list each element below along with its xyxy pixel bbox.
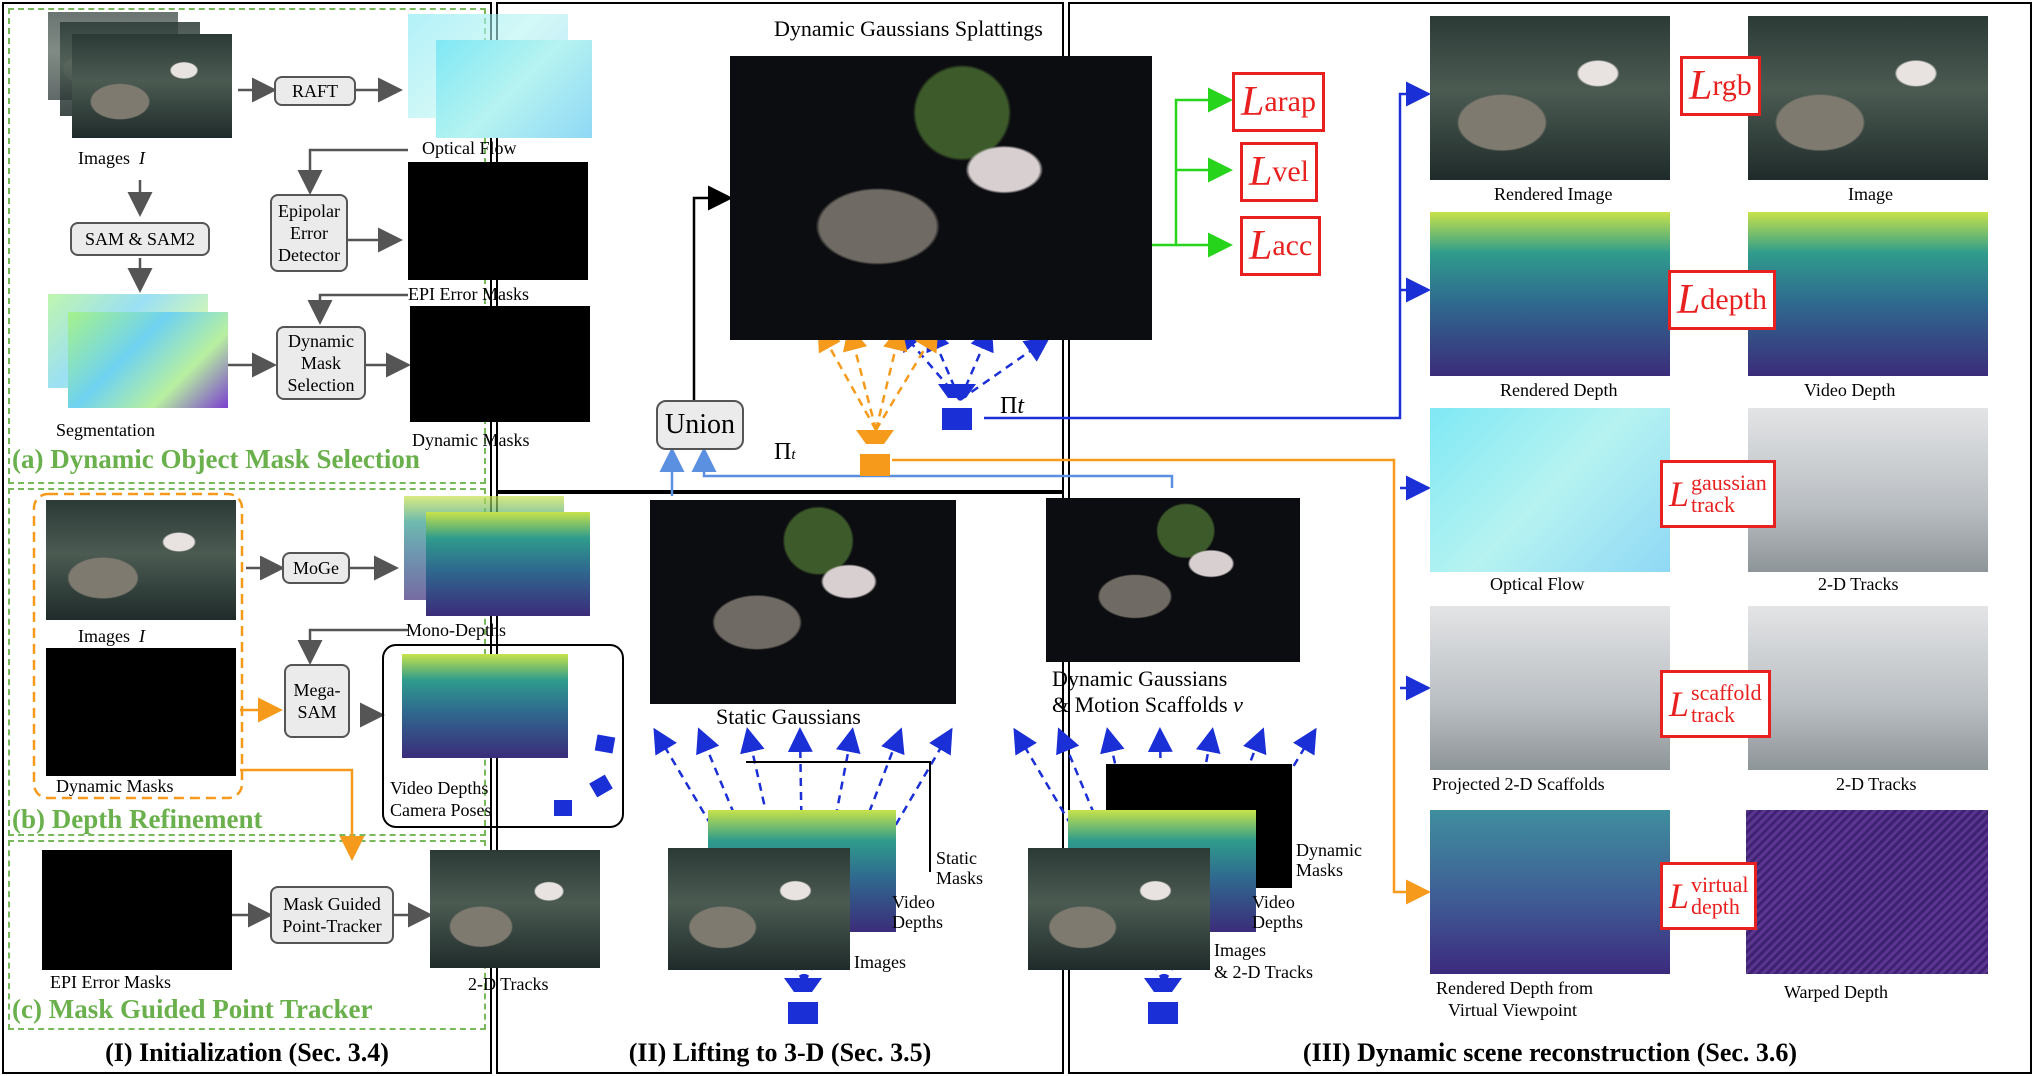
camera-poses-label: Camera Poses — [390, 800, 492, 820]
video-depths-box — [382, 644, 624, 828]
segmentation-thumbnail — [68, 312, 228, 408]
raft-button: RAFT — [274, 76, 356, 106]
tracks-c-label: 2-D Tracks — [468, 974, 549, 994]
rendered-depth-virtual-thumbnail — [1430, 810, 1670, 974]
dynamic-masks-ii-label: Dynamic Masks — [1296, 840, 1362, 880]
rendered-depth-virtual-label-2: Virtual Viewpoint — [1448, 1000, 1577, 1020]
static-gaussians-label: Static Gaussians — [716, 704, 861, 729]
image-thumbnail — [1748, 16, 1988, 180]
mask-tracker-button: Mask Guided Point-Tracker — [270, 886, 394, 944]
video-depths-label: Video Depths — [390, 778, 489, 798]
moge-button: MoGe — [282, 552, 350, 584]
dynamic-gaussians-render — [1046, 498, 1300, 662]
section-title-lifting: (II) Lifting to 3-D (Sec. 3.5) — [628, 1038, 932, 1067]
pi-t-label: Πt — [1000, 393, 1025, 419]
tracks-iii2-thumbnail — [1748, 606, 1988, 770]
mono-depths-thumbnail — [426, 512, 590, 616]
mono-depths-label: Mono-Depths — [406, 620, 506, 640]
epi-error-mask-stack — [408, 162, 588, 280]
rendered-depth-thumbnail — [1430, 212, 1670, 376]
tracks-iii-thumbnail — [1748, 408, 1988, 572]
dynamic-mask-selection-button: Dynamic Mask Selection — [276, 326, 366, 400]
dynamic-masks-b-label: Dynamic Masks — [56, 776, 174, 796]
static-gaussians-render — [650, 500, 956, 704]
tracks-iii-label: 2-D Tracks — [1818, 574, 1899, 594]
dynamic-gaussians-label-2: & Motion Scaffolds v — [1052, 692, 1243, 717]
dynamic-masks-label: Dynamic Masks — [412, 430, 530, 450]
step-a-title: (a) Dynamic Object Mask Selection — [12, 444, 420, 474]
video-depths-ii2-label: Video Depths — [1252, 892, 1303, 932]
rendered-image-label: Rendered Image — [1494, 184, 1613, 204]
image-label: Image — [1848, 184, 1893, 204]
epi-masks-c-thumbnail — [42, 850, 232, 970]
panel-lifting-inner — [496, 492, 1064, 1074]
images-label: Images I — [78, 148, 145, 168]
warped-depth-label: Warped Depth — [1784, 982, 1889, 1002]
optical-flow-label: Optical Flow — [422, 138, 517, 158]
images-b-stack — [46, 500, 236, 620]
step-b-title: (b) Depth Refinement — [12, 804, 263, 834]
pi-virtual-label: Πt — [774, 439, 796, 465]
projected-scaffolds-label: Projected 2-D Scaffolds — [1432, 774, 1605, 794]
megasam-button: Mega-SAM — [284, 664, 350, 738]
union-button: Union — [656, 400, 744, 450]
epi-masks-c-label: EPI Error Masks — [50, 972, 171, 992]
optical-flow-thumbnail — [436, 40, 592, 138]
epipolar-detector-button: Epipolar Error Detector — [270, 194, 348, 272]
images-ii2-thumbnail — [1028, 848, 1210, 970]
video-depths-ii-label: Video Depths — [892, 892, 943, 932]
optical-flow-iii-thumbnail — [1430, 408, 1670, 572]
images-ii-label: Images — [854, 952, 906, 972]
dynamic-masks-stack — [410, 306, 590, 422]
video-depth-label: Video Depth — [1804, 380, 1896, 400]
video-depths-thumbnail — [402, 654, 568, 758]
rendered-image-thumbnail — [1430, 16, 1670, 180]
dgs-title: Dynamic Gaussians Splattings — [774, 16, 1043, 41]
images-ii-thumbnail — [668, 848, 850, 970]
tracks-iii2-label: 2-D Tracks — [1836, 774, 1917, 794]
segmentation-label: Segmentation — [56, 420, 155, 440]
dynamic-gaussians-label-1: Dynamic Gaussians — [1052, 666, 1228, 691]
step-c-title: (c) Mask Guided Point Tracker — [12, 994, 373, 1024]
tracks-c-thumbnail — [430, 850, 600, 968]
rendered-depth-virtual-label-1: Rendered Depth from — [1436, 978, 1593, 998]
sam-button: SAM & SAM2 — [70, 222, 210, 256]
optical-flow-iii-label: Optical Flow — [1490, 574, 1585, 594]
dynamic-masks-b-stack — [46, 648, 236, 776]
rendered-depth-label: Rendered Depth — [1500, 380, 1618, 400]
dgs-render — [730, 56, 1152, 340]
video-depth-thumbnail — [1748, 212, 1988, 376]
images-b-label: Images I — [78, 626, 145, 646]
projected-scaffolds-thumbnail — [1430, 606, 1670, 770]
tracks-ii2-label: & 2-D Tracks — [1214, 962, 1314, 982]
warped-depth-thumbnail — [1746, 810, 1988, 974]
epi-error-masks-label: EPI Error Masks — [408, 284, 529, 304]
section-title-initialization: (I) Initialization (Sec. 3.4) — [105, 1038, 389, 1067]
static-masks-label: Static Masks — [936, 848, 984, 888]
section-title-reconstruction: (III) Dynamic scene reconstruction (Sec.… — [1302, 1038, 1798, 1067]
images-ii2-label: Images — [1214, 940, 1266, 960]
images-thumbnail — [72, 34, 232, 138]
